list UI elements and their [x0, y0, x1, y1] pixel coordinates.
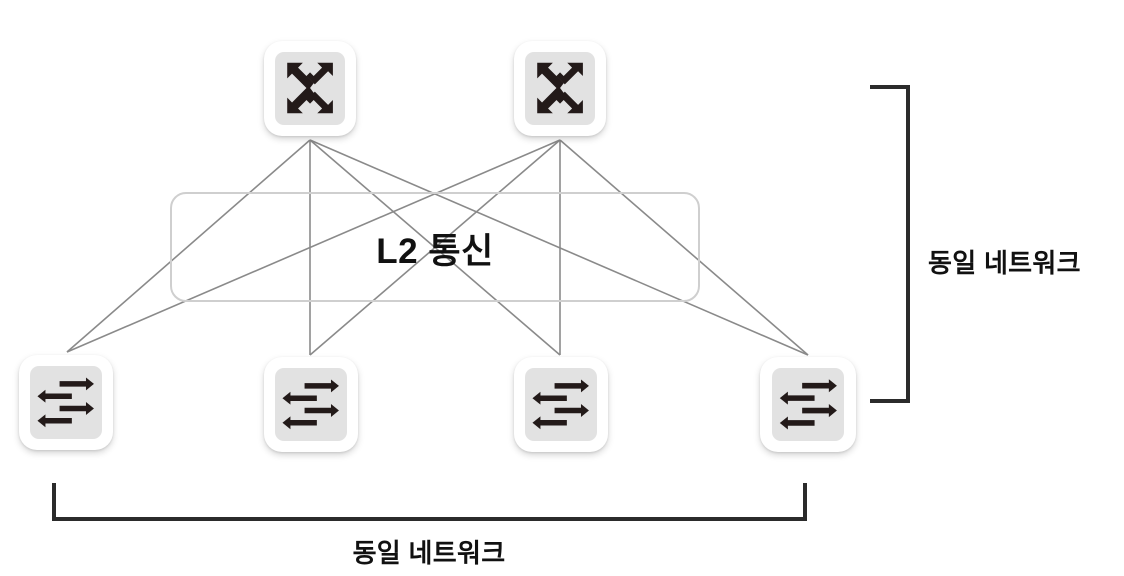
- device-node-core-switch-1[interactable]: [264, 41, 356, 136]
- device-node-access-switch-3[interactable]: [514, 357, 608, 452]
- l2-communication-label: L2 통신: [376, 232, 494, 271]
- l2-switch-icon: [771, 368, 845, 441]
- l2-communication-group-box: [170, 192, 700, 302]
- bottom-network-bracket: [52, 483, 807, 521]
- bottom-network-bracket-label: 동일 네트워크: [352, 538, 506, 568]
- device-node-core-switch-2[interactable]: [514, 41, 606, 136]
- right-network-bracket: [870, 85, 910, 403]
- right-network-bracket-label: 동일 네트워크: [928, 248, 1081, 278]
- shuffle-switch-icon: [525, 52, 595, 125]
- l2-switch-icon: [525, 368, 597, 441]
- device-node-access-switch-2[interactable]: [264, 357, 358, 452]
- device-node-access-switch-1[interactable]: [19, 355, 113, 450]
- l2-switch-icon: [30, 366, 102, 439]
- l2-switch-icon: [275, 368, 347, 441]
- device-node-access-switch-4[interactable]: [760, 357, 856, 452]
- shuffle-switch-icon: [275, 52, 345, 125]
